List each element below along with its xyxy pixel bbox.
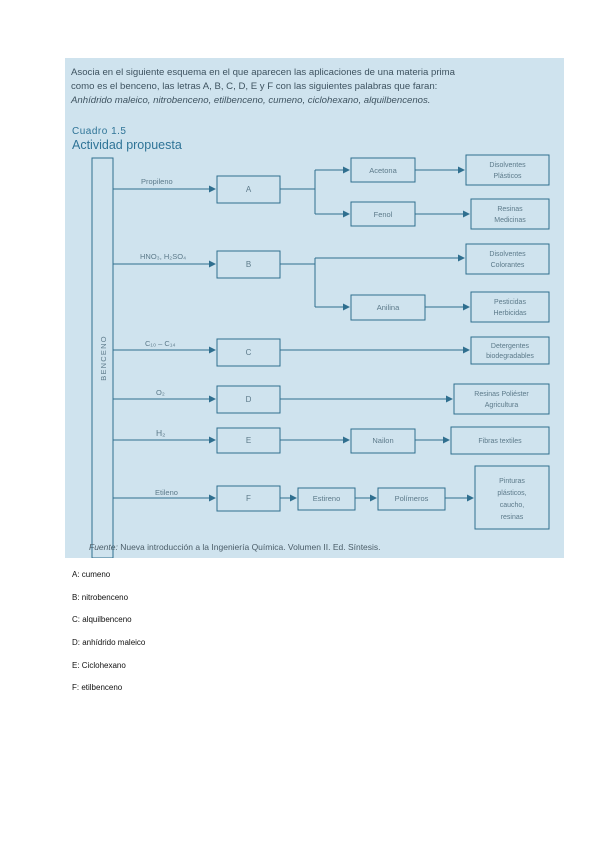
box-detergentes (470, 336, 550, 365)
box-polimeros (377, 487, 446, 511)
figure-caption: Fuente: Nueva introducción a la Ingenier… (89, 542, 381, 552)
product-colorantes: Colorantes (491, 262, 525, 269)
box-heading: Cuadro 1.5 Actividad propuesta (72, 126, 182, 152)
answer-C: C: alquilbenceno (72, 615, 132, 625)
product-plasticos: Plásticos (493, 173, 522, 180)
product-pesticidas: Pesticidas (494, 299, 526, 306)
answer-F: F: etilbenceno (72, 683, 123, 693)
letter-C: C (246, 348, 252, 357)
label-anilina: Anilina (377, 303, 400, 312)
intro-word-list: Anhídrido maleico, nitrobenceno, etilben… (71, 95, 431, 106)
box-title: Actividad propuesta (72, 137, 182, 152)
product-detergentes: Detergentes (491, 343, 530, 350)
product-herbicidas: Herbicidas (493, 310, 527, 317)
label-nailon: Nailon (372, 436, 393, 445)
reagent-F: Etileno (155, 488, 178, 497)
reagent-B: HNO₃, H₂SO₄ (140, 252, 186, 261)
box-pinturas-plasticos (474, 465, 550, 530)
product-caucho: caucho, (500, 502, 525, 509)
product-resinas-2: resinas (501, 514, 524, 521)
intro-line-2: como es el benceno, las letras A, B, C, … (71, 81, 438, 92)
label-estireno: Estireno (313, 494, 341, 503)
box-resinas-medicinas (470, 198, 550, 230)
box-label: Cuadro 1.5 (72, 126, 127, 137)
caption-text: Nueva introducción a la Ingeniería Quími… (120, 542, 381, 552)
main-label: BENCENO (99, 335, 108, 381)
box-disolventes-plasticos (465, 154, 550, 186)
product-agricultura: Agricultura (485, 402, 519, 409)
answer-list: A: cumeno B: nitrobenceno C: alquilbence… (72, 570, 145, 706)
reagent-A: Propileno (141, 177, 173, 186)
box-nailon (350, 428, 416, 454)
product-pinturas: Pinturas (499, 478, 525, 485)
product-resinas: Resinas (497, 206, 523, 213)
benzene-flow-diagram: BENCENO Propileno HNO₃, H₂SO₄ C₁₀ – C₁₄ … (91, 154, 550, 558)
box-resinas-poliester (453, 383, 550, 415)
intro-line-1: Asocia en el siguiente esquema en el que… (71, 67, 455, 78)
product-resinas-poliester: Resinas Poliéster (474, 391, 529, 398)
product-fibras: Fibras textiles (478, 438, 522, 445)
reagent-D: O₂ (156, 388, 165, 397)
letter-D: D (246, 395, 252, 404)
label-acetona: Acetona (369, 166, 397, 175)
box-pesticidas-herbicidas (470, 291, 550, 323)
label-fenol: Fenol (374, 210, 393, 219)
product-biodegradables: biodegradables (486, 353, 534, 360)
product-medicinas: Medicinas (494, 217, 526, 224)
answer-B: B: nitrobenceno (72, 592, 129, 602)
product-disolventes: Disolventes (489, 162, 526, 169)
label-polimeros: Polímeros (395, 494, 429, 503)
exercise-statement: Asocia en el siguiente esquema en el que… (71, 66, 561, 108)
answer-E: E: Ciclohexano (72, 660, 126, 670)
answer-D: D: anhídrido maleico (72, 638, 146, 648)
product-disolventes-2: Disolventes (489, 251, 526, 258)
letter-E: E (246, 436, 251, 445)
reagent-E: H₂ (156, 428, 165, 438)
answer-A: A: cumeno (72, 570, 111, 579)
box-fibras-textiles (450, 426, 550, 455)
box-estireno (297, 487, 356, 511)
box-disolventes-colorantes (465, 243, 550, 275)
letter-A: A (246, 185, 252, 194)
caption-source-label: Fuente: (89, 542, 118, 552)
letter-F: F (246, 494, 251, 503)
product-plasticos-2: plásticos, (497, 490, 526, 497)
textbook-figure: Asocia en el siguiente esquema en el que… (65, 58, 564, 558)
box-C (216, 338, 281, 367)
reagent-C: C₁₀ – C₁₄ (145, 339, 175, 348)
benzene-bar (91, 157, 114, 558)
letter-B: B (246, 260, 251, 269)
